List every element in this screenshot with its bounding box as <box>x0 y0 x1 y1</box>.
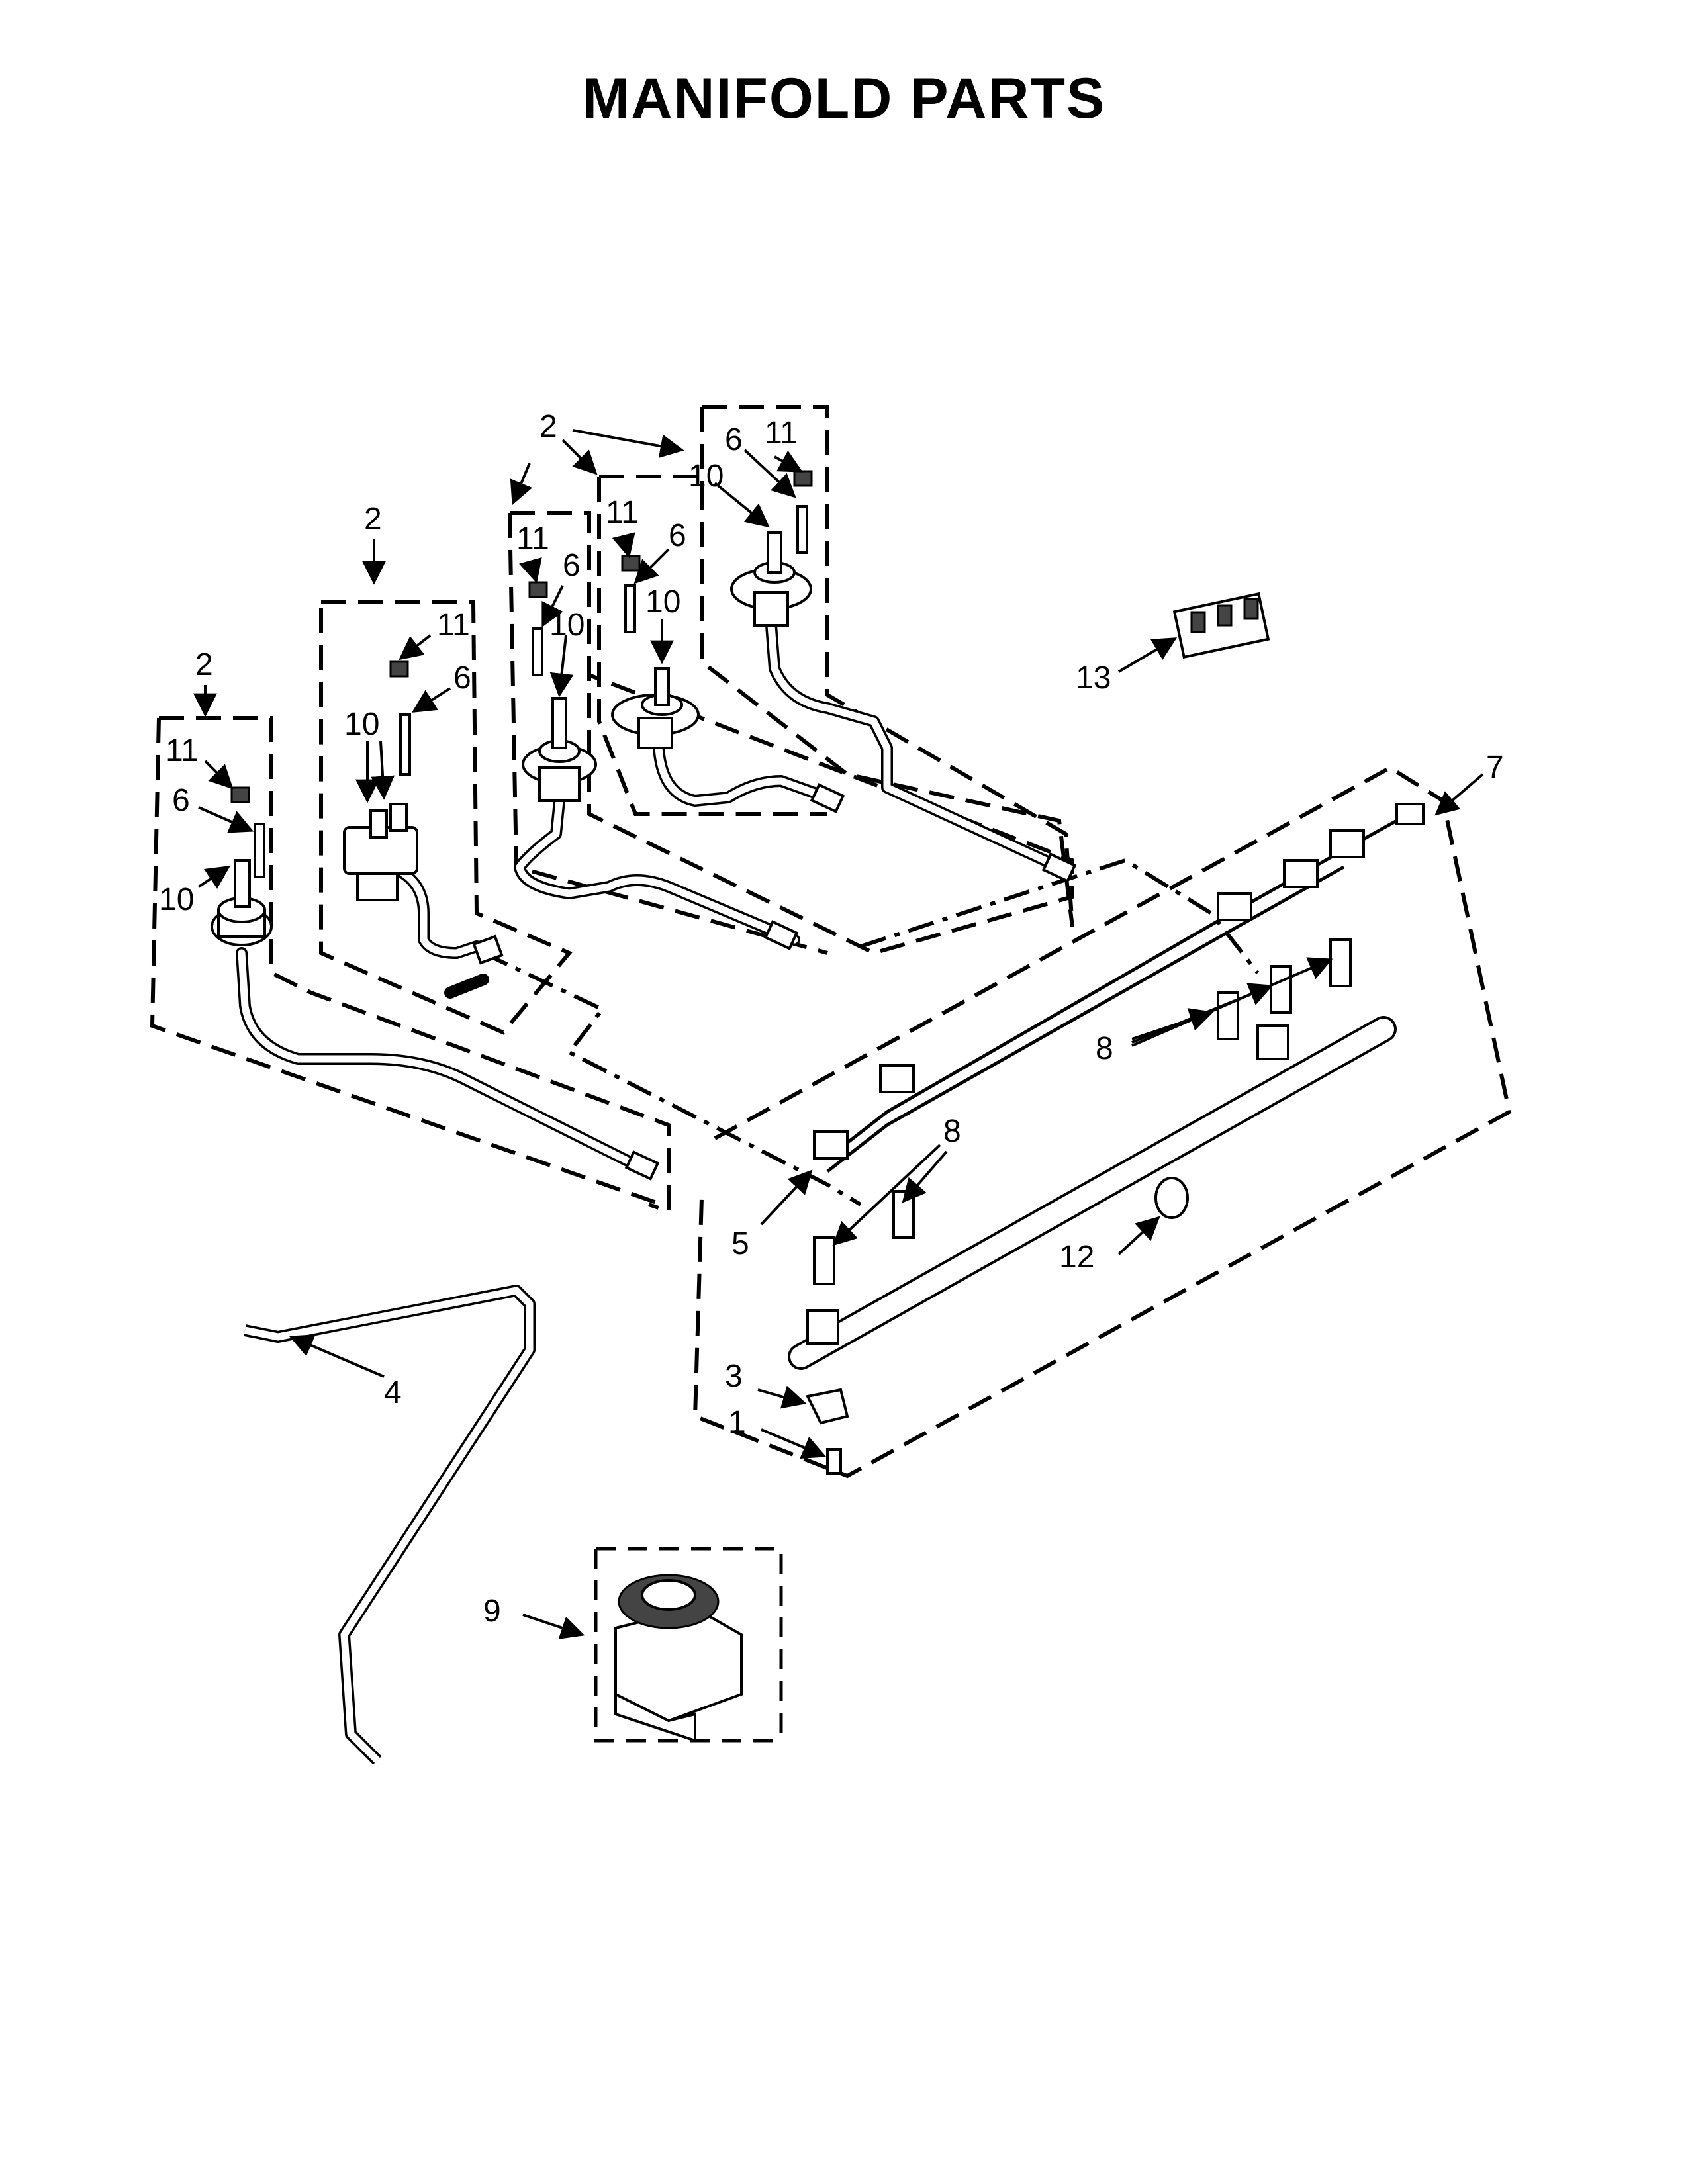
callout-4: 4 <box>384 1375 402 1410</box>
burner-valve-1 <box>211 859 273 946</box>
callout-6: 6 <box>725 422 743 457</box>
pressure-regulator <box>594 1547 783 1743</box>
burner-valve-2 <box>343 803 418 901</box>
callout-1: 1 <box>728 1405 746 1440</box>
callout-10: 10 <box>688 459 724 494</box>
callout-2: 2 <box>364 502 382 537</box>
igniter-switch <box>1172 592 1270 659</box>
callout-11: 11 <box>765 416 798 451</box>
manifold-pipe <box>788 938 1397 1475</box>
burner-valve-3 <box>522 697 597 802</box>
callout-8: 8 <box>1096 1031 1113 1066</box>
burner-valves <box>211 531 812 946</box>
callout-11: 11 <box>437 608 470 643</box>
callout-6: 6 <box>453 660 471 696</box>
callout-11: 11 <box>516 522 549 557</box>
callout-2: 2 <box>539 409 557 444</box>
gas-tubes <box>236 619 1077 1181</box>
wiring-harness <box>813 803 1425 1173</box>
callout-13: 13 <box>1076 660 1111 696</box>
callout-11: 11 <box>165 733 199 768</box>
callout-12: 12 <box>1059 1240 1094 1275</box>
callout-3: 3 <box>725 1359 743 1394</box>
callout-5: 5 <box>731 1226 749 1261</box>
page-title: MANIFOLD PARTS <box>582 67 1106 130</box>
callout-10: 10 <box>645 584 680 619</box>
flex-tube <box>244 1285 536 1765</box>
callout-7: 7 <box>1486 750 1504 785</box>
callout-6: 6 <box>563 548 581 583</box>
callout-8: 8 <box>943 1114 961 1149</box>
callout-9: 9 <box>483 1594 501 1629</box>
callout-10: 10 <box>549 608 585 643</box>
group-boundaries <box>150 405 1512 1479</box>
callout-10: 10 <box>159 882 194 917</box>
burner-valve-5 <box>730 531 812 627</box>
burner-valve-4 <box>611 667 700 749</box>
callout-labels: 2 11 6 10 2 11 6 10 2 11 6 10 11 6 10 6 … <box>159 409 1504 1629</box>
callout-2: 2 <box>195 647 213 682</box>
callout-6: 6 <box>172 783 190 818</box>
leader-arrows <box>193 429 1484 1639</box>
orifice-fittings <box>813 938 1352 1285</box>
callout-6: 6 <box>669 518 686 553</box>
callout-11: 11 <box>606 495 639 530</box>
callout-10: 10 <box>344 707 379 742</box>
